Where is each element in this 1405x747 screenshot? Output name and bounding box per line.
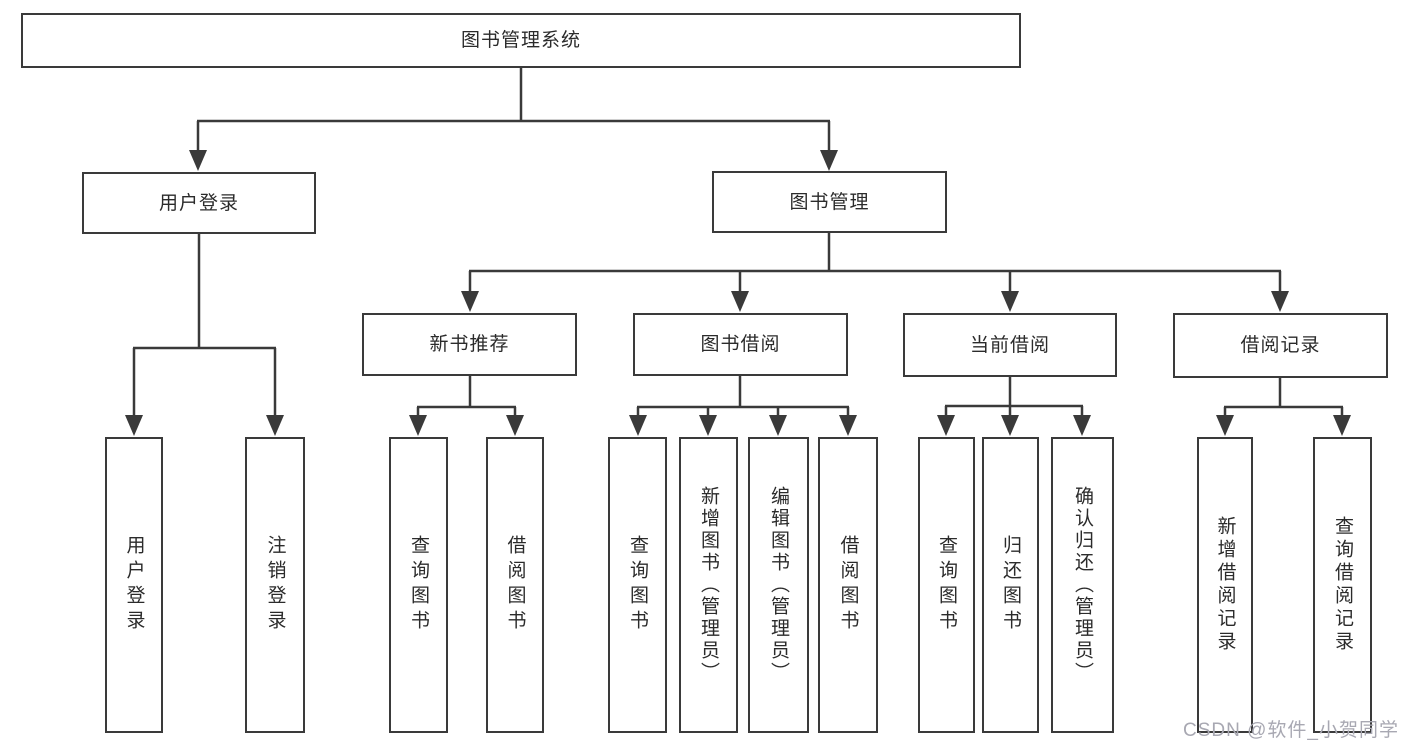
node-user-login: 用户登录 bbox=[105, 437, 163, 733]
node-return-books: 归还图书 bbox=[982, 437, 1039, 733]
node-book-borrowing: 图书借阅 bbox=[633, 313, 848, 376]
node-add-borrowing-record: 新增借阅记录 bbox=[1197, 437, 1253, 733]
node-query-books-borrowing: 查询图书 bbox=[608, 437, 667, 733]
node-borrowing-records: 借阅记录 bbox=[1173, 313, 1388, 378]
node-query-books-current: 查询图书 bbox=[918, 437, 975, 733]
node-query-books-recommendation: 查询图书 bbox=[389, 437, 448, 733]
node-query-borrowing-record: 查询借阅记录 bbox=[1313, 437, 1372, 733]
node-confirm-return-admin: 确认归还（管理员） bbox=[1051, 437, 1114, 733]
node-current-borrowing: 当前借阅 bbox=[903, 313, 1117, 377]
watermark: CSDN @软件_小贺同学 bbox=[1183, 720, 1399, 741]
node-user-login-group: 用户登录 bbox=[82, 172, 316, 234]
node-logout: 注销登录 bbox=[245, 437, 305, 733]
node-borrow-books-recommendation: 借阅图书 bbox=[486, 437, 544, 733]
node-library-management-system: 图书管理系统 bbox=[21, 13, 1021, 68]
node-add-books-admin: 新增图书（管理员） bbox=[679, 437, 738, 733]
node-book-management: 图书管理 bbox=[712, 171, 947, 233]
node-edit-books-admin: 编辑图书（管理员） bbox=[748, 437, 809, 733]
node-new-book-recommendation: 新书推荐 bbox=[362, 313, 577, 376]
node-borrow-books-borrowing: 借阅图书 bbox=[818, 437, 878, 733]
